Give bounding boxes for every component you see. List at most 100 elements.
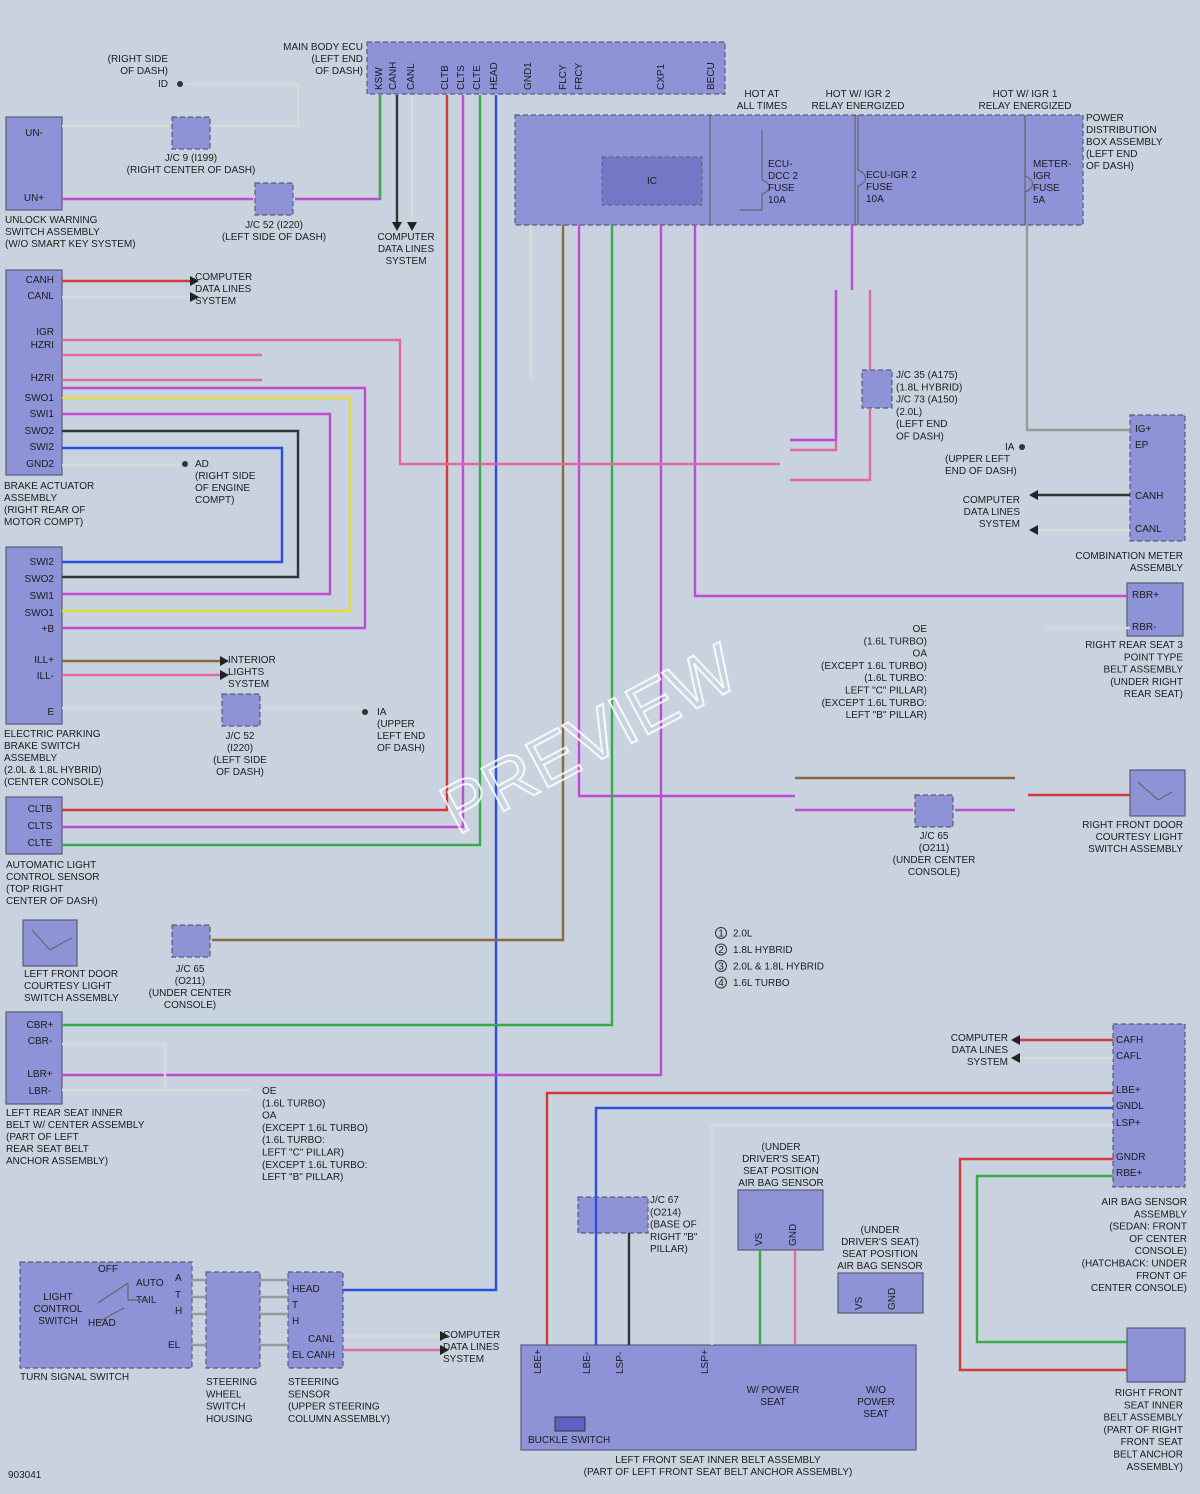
airbag-line-8: CENTER CONSOLE) [1091, 1283, 1187, 1294]
turn-a: A [175, 1273, 182, 1284]
ecu-pin-clts: CLTS [456, 65, 467, 90]
wire-1 [62, 82, 300, 128]
ground-ia-title-2: LEFT END [377, 731, 425, 742]
arrow-left-icon [1011, 1035, 1020, 1045]
ecu-title-2: (LEFT END [312, 54, 364, 65]
seatpos1-line-1: (UNDER [762, 1142, 801, 1153]
ecu-pin-ksw: KSW [374, 67, 385, 90]
cdl-airbag-label-2: DATA LINES [952, 1045, 1009, 1056]
rfs-line-2: SEAT INNER [1124, 1400, 1183, 1411]
als-title-2: CONTROL SENSOR [6, 872, 100, 883]
epb-pin-0: SWI2 [30, 557, 55, 568]
wire-2 [62, 95, 382, 201]
als-title-4: CENTER OF DASH) [6, 896, 98, 907]
steer-wire-line-2: WHEEL [206, 1389, 242, 1400]
unlock-title-2: SWITCH ASSEMBLY [5, 227, 100, 238]
left-rear-seat-belt: CBR+ CBR- LBR+ LBR- LEFT REAR SEAT INNER… [5, 1011, 145, 1167]
ground-ia-icon [362, 709, 368, 715]
wire-47 [975, 1174, 1127, 1344]
pdb-title-2: DISTRIBUTION [1086, 125, 1157, 136]
airbag-line-3: (SEDAN: FRONT [1109, 1222, 1187, 1233]
brake-pin-4: HZRI [31, 373, 54, 384]
fuse-meter-igr-2: IGR [1033, 171, 1051, 182]
ground-ad-title: (RIGHT SIDE [195, 471, 256, 482]
jc52a-junction: J/C 52 (I220) (LEFT SIDE OF DASH) [222, 182, 326, 243]
pdb-title-5: OF DASH) [1086, 161, 1134, 172]
lrs-title-3: (PART OF LEFT [6, 1132, 79, 1143]
hot-all-times-2: ALL TIMES [737, 101, 788, 112]
turn-inner-2: CONTROL [34, 1304, 83, 1315]
fuse-ecu-dcc2-2: DCC 2 [768, 171, 798, 182]
pin-lbr-plus: LBR+ [27, 1069, 52, 1080]
brake-title-3: (RIGHT REAR OF [4, 505, 85, 516]
jc65b-junction: J/C 65 (O211) (UNDER CENTER CONSOLE) [893, 794, 975, 878]
jc65a-title-3: (UNDER CENTER [149, 988, 232, 999]
steer-sensor-line-4: COLUMN ASSEMBLY) [288, 1414, 390, 1425]
brake-pin-5: SWO1 [25, 393, 55, 404]
seatpos2-line-3: SEAT POSITION [842, 1249, 918, 1260]
ecu-cdl-label: COMPUTER [377, 232, 434, 243]
oe-left-line-1: OE [262, 1086, 277, 1097]
wire-14 [62, 225, 663, 1077]
legend-num-1: 1 [718, 929, 724, 940]
turn-el: EL [168, 1340, 181, 1351]
ecu-title-3: OF DASH) [315, 66, 363, 77]
seatpos1-line-3: SEAT POSITION [743, 1166, 819, 1177]
lfs-wp-label: W/ POWER [747, 1385, 800, 1396]
cdl-airbag: COMPUTER DATA LINES SYSTEM [951, 1033, 1009, 1068]
ground-ad-title-3: COMPT) [195, 495, 234, 506]
pin-cbr-minus: CBR- [28, 1036, 52, 1047]
brake-pin-2: IGR [36, 327, 54, 338]
rrs-line-3: BELT ASSEMBLY [1104, 665, 1184, 676]
wire-21 [62, 353, 262, 382]
pin-rbr-minus: RBR- [1132, 622, 1156, 633]
gnd-id-code: ID [158, 79, 168, 90]
wire-32 [62, 1042, 167, 1090]
ground-symbol-icon [177, 81, 183, 87]
lfs-title-2: (PART OF LEFT FRONT SEAT BELT ANCHOR ASS… [584, 1467, 853, 1478]
lrs-title: LEFT REAR SEAT INNER [6, 1108, 123, 1119]
arrow-left-icon [1029, 525, 1038, 535]
steer-sensor-line-1: STEERING [288, 1377, 339, 1388]
arrow-right-icon [220, 656, 229, 666]
lfs-wop-label: W/O [866, 1385, 886, 1396]
airbag-line-4: OF CENTER [1129, 1234, 1187, 1245]
rrs-line-1: RIGHT REAR SEAT 3 [1085, 640, 1183, 651]
ground-ad-code: AD [195, 459, 209, 470]
wire-46 [958, 1157, 1127, 1372]
pin-un-minus: UN- [25, 128, 43, 139]
pin-cbr-plus: CBR+ [27, 1020, 54, 1031]
epb-pin-5: ILL+ [34, 655, 54, 666]
fuse-meter-igr: METER- [1033, 159, 1071, 170]
pin-clte: CLTE [28, 838, 53, 849]
legend-marker-4-icon [715, 976, 727, 989]
unlock-title: UNLOCK WARNING [5, 215, 98, 226]
wire-53 [192, 1278, 206, 1347]
ecu-pin-becu: BECU [706, 62, 717, 90]
cdl-meter-label-2: DATA LINES [964, 507, 1021, 518]
gnd-id-title-2: OF DASH) [120, 66, 168, 77]
fuse-ecu-dcc2: ECU- [768, 159, 792, 170]
brake-pin-3: HZRI [31, 340, 54, 351]
lrs-title-5: ANCHOR ASSEMBLY) [6, 1156, 108, 1167]
pin-cltb: CLTB [28, 804, 53, 815]
ecu-pin-head: HEAD [489, 62, 500, 90]
cdl-steering-label: COMPUTER [443, 1330, 500, 1341]
hot-igr1: HOT W/ IGR 1 [993, 89, 1058, 100]
cdl-brake-label-2: DATA LINES [195, 284, 252, 295]
ecu-pin-flcy: FLCY [558, 64, 569, 90]
interior-lights-label-2: LIGHTS [228, 667, 264, 678]
arrow-right-icon [440, 1331, 449, 1341]
jc65a-title: J/C 65 [176, 964, 205, 975]
ground-ia-epb: IA (UPPER LEFT END OF DASH) [362, 707, 425, 754]
wire-24 [62, 412, 332, 596]
brake-pin-1: CANL [27, 291, 54, 302]
steer-pin-canl: CANL [308, 1334, 335, 1345]
cdl-airbag-label: COMPUTER [951, 1033, 1008, 1044]
lfs-title: LEFT FRONT SEAT INNER BELT ASSEMBLY [615, 1455, 821, 1466]
